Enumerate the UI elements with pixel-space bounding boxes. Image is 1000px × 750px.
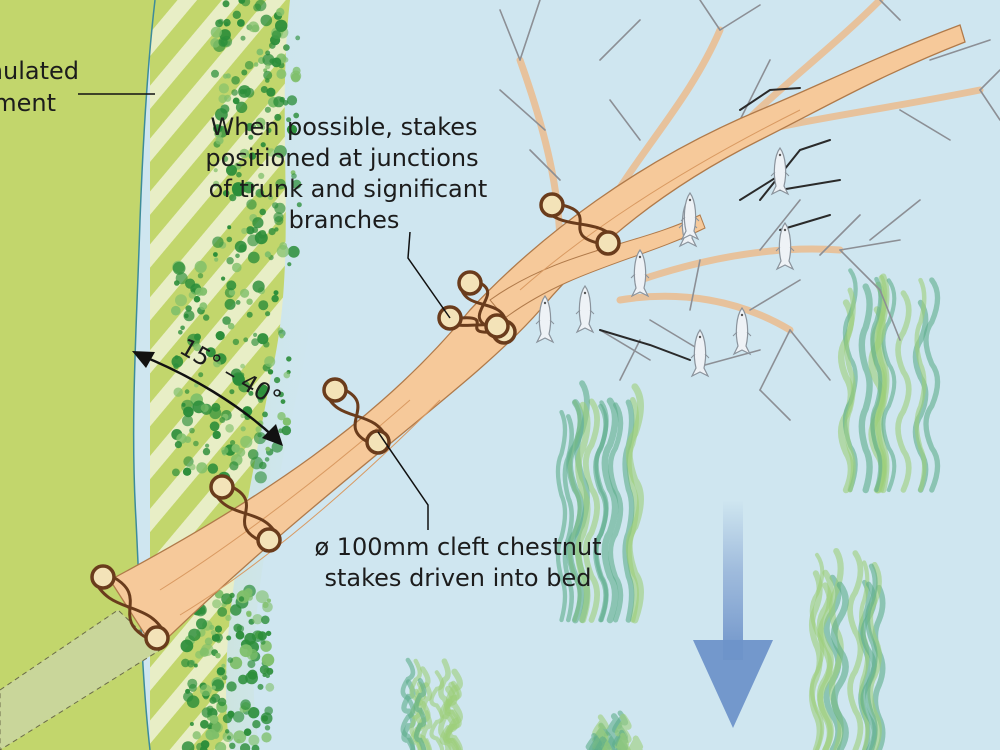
stake-spec-line-2: stakes driven into bed [325,564,592,592]
junction-leader-line [407,231,451,319]
stakes-note-line-3: of trunk and significant [209,175,488,203]
flow-direction-arrow-icon [693,500,773,728]
stakes-note-line-1: When possible, stakes [211,113,478,141]
embankment-label-line-1: nulated [0,57,79,85]
stake-spec-line-1: ø 100mm cleft chestnut [314,533,601,561]
stake-pair-icon [322,377,391,455]
angle-arrowhead-left-icon [132,351,155,368]
stakes-note-line-2: positioned at junctions [205,144,478,172]
aquatic-plants [400,268,941,750]
angle-indicator [132,351,283,446]
stakes-group [90,192,621,651]
angle-arrowhead-right-icon [262,424,283,446]
stake-pair-icon [539,192,621,256]
stake-pair-icon [90,564,170,651]
stake-spec-leader-line [377,431,429,530]
stake-pair-icon [209,474,282,553]
stake-pair-icon [457,270,510,339]
bank-vegetation [171,0,302,750]
stakes-note-line-4: branches [289,206,400,234]
embankment-label-line-2: ment [0,89,56,117]
riverbank-land [0,0,155,750]
